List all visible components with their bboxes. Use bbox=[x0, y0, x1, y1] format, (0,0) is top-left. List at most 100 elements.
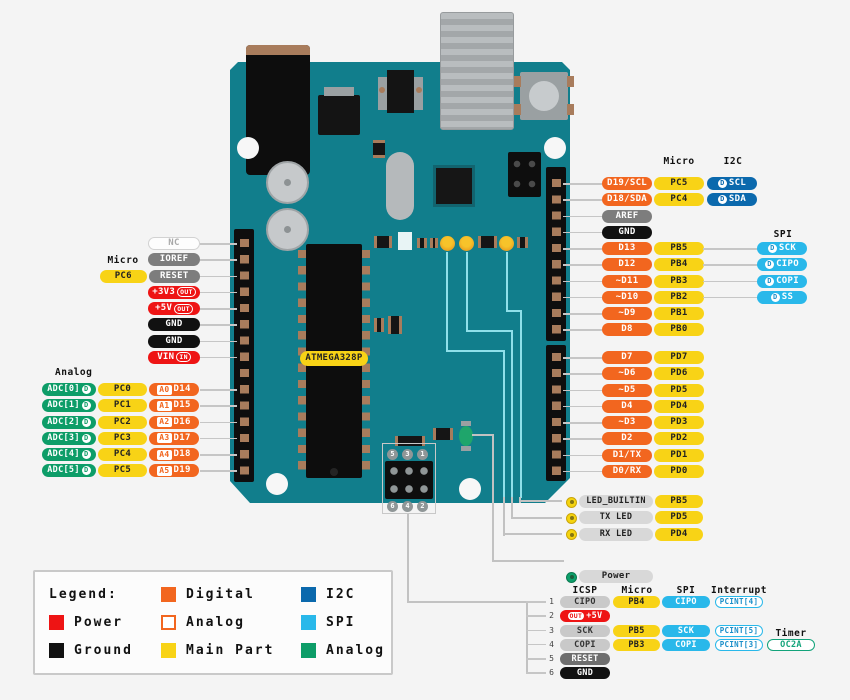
pin-pill: D0/RX bbox=[602, 464, 652, 478]
ground-pill: GND bbox=[560, 667, 610, 680]
digital-number: D15 bbox=[173, 400, 191, 411]
d-badge-icon: D bbox=[81, 401, 91, 411]
wire bbox=[703, 264, 758, 266]
digital-number: D14 bbox=[173, 384, 191, 394]
pin-pill: GND bbox=[148, 318, 200, 332]
pin-label-row: VIN IN bbox=[100, 350, 237, 364]
icsp-pin-table: 1 CIPO PB4 CIPO PCINT[4] 2 OUT +5V bbox=[526, 596, 818, 680]
led-row: RX LED PD4 bbox=[566, 527, 706, 541]
smd-component bbox=[398, 232, 412, 250]
d-badge-icon: D bbox=[767, 244, 777, 253]
smd-component bbox=[373, 140, 385, 158]
legend-item: I2C bbox=[301, 586, 391, 602]
spi-pill: SCK bbox=[662, 624, 710, 637]
wire bbox=[519, 500, 562, 502]
spi-label: SCK bbox=[778, 243, 797, 253]
icsp-row: 1 CIPO PB4 CIPO PCINT[4] bbox=[526, 596, 818, 608]
mcu-port-pill: PC4 bbox=[654, 193, 704, 207]
trace bbox=[520, 310, 522, 498]
pin-pill: ~D9 bbox=[602, 307, 652, 320]
pin-pill: NC bbox=[148, 237, 200, 250]
legend-item: Main Part bbox=[161, 643, 301, 659]
polyfuse-body bbox=[387, 70, 414, 113]
adc-label: ADC[2] bbox=[47, 416, 80, 427]
capacitor-top bbox=[284, 226, 291, 233]
pin-label-row: IOREF bbox=[100, 253, 237, 267]
pin-label: RESET bbox=[159, 270, 189, 281]
pin-pill: VIN IN bbox=[148, 350, 200, 364]
mcu-port-pill: PB1 bbox=[654, 307, 704, 320]
trace bbox=[446, 252, 448, 352]
mcu-port-pill: PB0 bbox=[654, 323, 704, 337]
analog-number: A2 bbox=[157, 417, 172, 427]
smd-component bbox=[433, 428, 453, 440]
pin-pill: ~D11 bbox=[602, 274, 652, 288]
pin-label-row: GND bbox=[100, 334, 237, 348]
pin-label-row: GND bbox=[563, 225, 812, 239]
pin-pill: D18/SDA bbox=[602, 193, 652, 207]
d-badge-icon: D bbox=[81, 450, 91, 459]
analog-number: A0 bbox=[157, 384, 172, 395]
mcu-port-pill: PB5 bbox=[655, 495, 703, 508]
pin-label: GND bbox=[165, 319, 183, 330]
smd-component bbox=[430, 238, 438, 248]
trace bbox=[503, 350, 505, 498]
pin-pill: +3V3 OUT bbox=[148, 285, 200, 299]
i2c-label: SDA bbox=[728, 194, 747, 205]
wire bbox=[703, 248, 758, 250]
smd-component bbox=[395, 436, 425, 446]
spi-label: CIPO bbox=[776, 259, 799, 270]
pin-pill: D19/SCL bbox=[602, 177, 652, 190]
polyfuse-plate-right bbox=[414, 77, 423, 110]
wire bbox=[503, 497, 505, 536]
icsp-row: 2 OUT +5V bbox=[526, 610, 818, 623]
icsp-row-number: 6 bbox=[549, 668, 554, 678]
wire bbox=[703, 280, 758, 282]
mcu-label: ATMEGA328P bbox=[300, 351, 368, 366]
polyfuse-pad-left bbox=[379, 87, 385, 93]
pin-pill: D4 bbox=[602, 399, 652, 413]
smd-component bbox=[388, 316, 402, 334]
legend-swatch-icon bbox=[301, 643, 316, 659]
icsp-row-number: 4 bbox=[549, 639, 554, 649]
wire bbox=[407, 514, 409, 603]
mcu-port-pill: PD6 bbox=[654, 367, 704, 381]
legend-item: Analog bbox=[161, 614, 301, 630]
pin-label: NC bbox=[168, 238, 180, 248]
d-badge-icon: D bbox=[81, 466, 91, 476]
digital-number: D17 bbox=[173, 432, 191, 443]
button-pad bbox=[567, 76, 574, 87]
pin-pill: GND bbox=[148, 334, 200, 348]
icsp-col-header: ICSP bbox=[572, 585, 598, 596]
digital-number: D18 bbox=[173, 449, 191, 459]
mcu-port-pill: PD4 bbox=[654, 399, 704, 413]
pin-label-row: NC bbox=[100, 237, 237, 250]
wire bbox=[511, 497, 513, 519]
pin-pill: IOREF bbox=[148, 253, 200, 267]
crystal-oscillator bbox=[386, 152, 414, 220]
legend-swatch-icon bbox=[161, 643, 176, 659]
mcu-port-pill: PD7 bbox=[654, 351, 704, 364]
wire bbox=[407, 601, 527, 603]
icsp-signal-pill: SCK bbox=[560, 624, 610, 637]
legend-swatch-icon bbox=[301, 614, 316, 630]
pin-label-row: D2 PD2 bbox=[563, 432, 706, 446]
legend-swatch-icon bbox=[161, 614, 176, 630]
adc-label: ADC[0] bbox=[47, 384, 80, 394]
analog-digital-pill: A4 D18 bbox=[149, 448, 199, 461]
icsp-row-number: 3 bbox=[549, 625, 554, 635]
timer-header: Timer bbox=[775, 628, 807, 639]
analog-number: A5 bbox=[157, 465, 172, 476]
adc-pill: ADC[3] D bbox=[42, 431, 96, 445]
d-badge-icon: D bbox=[765, 276, 775, 286]
reset-pill: RESET bbox=[560, 653, 610, 665]
pin-pill: D1/TX bbox=[602, 448, 652, 462]
legend-box: Legend: Power Ground Digital Analog Main… bbox=[33, 570, 393, 675]
icsp-spi-header: SPI bbox=[676, 585, 696, 596]
icsp-row: 6 GND bbox=[526, 667, 818, 680]
